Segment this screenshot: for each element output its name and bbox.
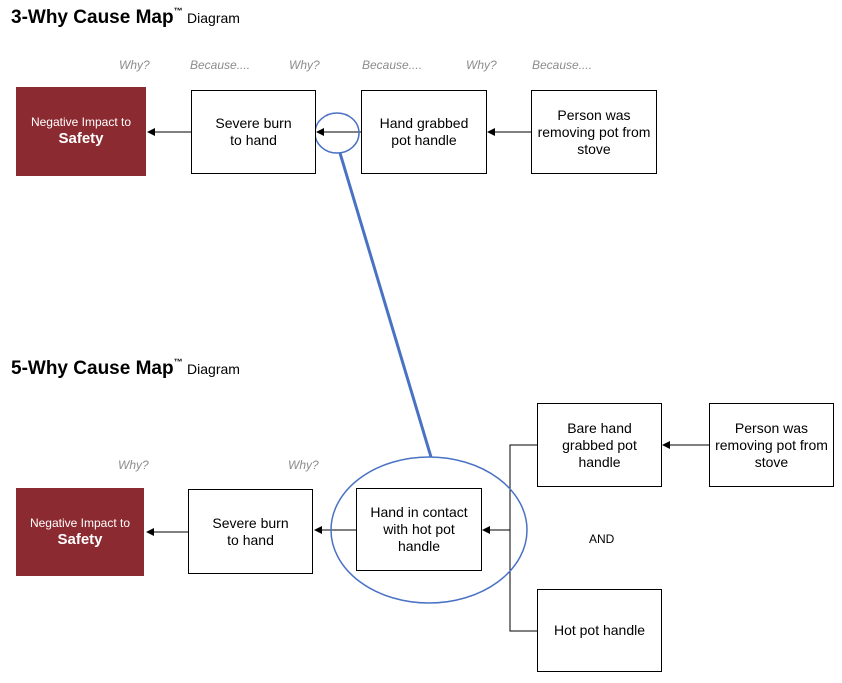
cause-box-removing-pot: Person was removing pot from stove <box>709 403 834 487</box>
title-5-why: 5-Why Cause Map™ Diagram <box>11 357 240 380</box>
because-label: Because.... <box>362 58 423 72</box>
trademark-symbol: ™ <box>173 6 183 16</box>
why-label: Why? <box>289 58 320 72</box>
title-5-why-sub: Diagram <box>187 361 240 377</box>
why-label: Why? <box>466 58 497 72</box>
because-label: Because.... <box>532 58 593 72</box>
title-3-why-main: 3-Why Cause Map <box>11 7 174 28</box>
impact-label: Negative Impact to <box>30 115 132 129</box>
highlight-ellipse-small <box>314 112 360 154</box>
why-label: Why? <box>118 458 149 472</box>
and-bracket <box>509 444 537 632</box>
highlight-ellipse-large <box>330 456 528 604</box>
cause-box-removing-pot: Person was removing pot from stove <box>531 90 657 174</box>
impact-box-5-why: Negative Impact to Safety <box>16 488 144 576</box>
title-3-why: 3-Why Cause Map™ Diagram <box>11 6 240 29</box>
why-label: Why? <box>119 58 150 72</box>
cause-box-hot-pot-handle: Hot pot handle <box>537 589 662 672</box>
impact-box-3-why: Negative Impact to Safety <box>16 87 146 176</box>
cause-box-hand-contact: Hand in contact with hot pot handle <box>356 488 482 571</box>
title-3-why-sub: Diagram <box>187 10 240 26</box>
and-label: AND <box>589 532 615 546</box>
title-5-why-main: 5-Why Cause Map <box>11 358 174 379</box>
impact-category: Safety <box>57 530 103 548</box>
why-label: Why? <box>288 458 319 472</box>
impact-label: Negative Impact to <box>29 515 131 530</box>
cause-box-hand-grabbed: Hand grabbed pot handle <box>361 90 487 174</box>
trademark-symbol: ™ <box>173 357 183 367</box>
cause-box-bare-hand: Bare hand grabbed pot handle <box>537 403 662 487</box>
highlight-link-line <box>338 152 433 458</box>
cause-box-severe-burn: Severe burn to hand <box>191 90 316 174</box>
impact-category: Safety <box>58 130 104 147</box>
cause-box-severe-burn: Severe burn to hand <box>188 489 313 574</box>
because-label: Because.... <box>190 58 251 72</box>
